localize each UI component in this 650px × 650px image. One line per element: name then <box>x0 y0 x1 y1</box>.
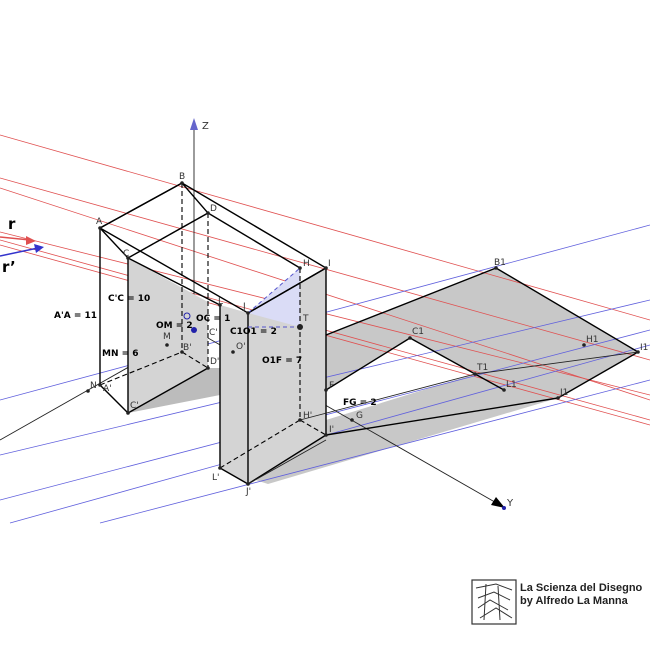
shadow-inner-hole <box>326 338 475 420</box>
label-T1: T1 <box>476 363 488 373</box>
ray-r-prime-label: r’ <box>2 258 16 276</box>
measure-C1O1: C1O1 = 2 <box>230 327 277 337</box>
right-front-face <box>220 305 248 484</box>
label-O-prime: O' <box>236 342 246 352</box>
measure-CC: C'C = 10 <box>108 294 150 304</box>
label-L: L <box>218 297 223 307</box>
label-B1: B1 <box>494 258 506 268</box>
left-top <box>98 182 210 259</box>
shadow-left-box <box>128 368 220 413</box>
measure-AA: A'A = 11 <box>54 311 97 321</box>
measurements: C'C = 10 A'A = 11 MN = 6 OM = 2 OC = 1 C… <box>54 294 377 408</box>
label-C-prime: C' <box>130 401 139 411</box>
label-C: C <box>123 249 129 259</box>
label-T: T <box>302 314 309 324</box>
z-axis-label: Z <box>202 121 209 132</box>
logo-line2: by Alfredo La Manna <box>520 595 629 607</box>
measure-FG: FG = 2 <box>343 398 377 408</box>
label-N: N <box>90 381 97 391</box>
y-axis-label: Y <box>506 498 514 509</box>
logo: La Scienza del Disegno by Alfredo La Man… <box>471 579 643 625</box>
measure-OM: OM = 2 <box>156 321 193 331</box>
z-axis-arrow <box>190 118 198 130</box>
label-A: A <box>96 217 103 227</box>
left-prism-face <box>128 258 208 413</box>
measure-MN: MN = 6 <box>102 349 139 359</box>
right-side-face <box>248 268 326 484</box>
label-J1: J1 <box>559 388 568 398</box>
point-dots <box>86 181 640 510</box>
label-H1: H1 <box>586 335 599 345</box>
label-I: I <box>328 259 331 269</box>
label-D: D <box>210 204 217 214</box>
label-L1: L1 <box>506 380 517 390</box>
label-A-prime: A' <box>103 384 112 394</box>
label-I-prime: I' <box>329 425 334 435</box>
label-C1-prime: C' <box>209 328 218 338</box>
label-I1: I1 <box>640 343 648 353</box>
label-C1: C1 <box>412 327 424 337</box>
label-B: B <box>179 172 185 182</box>
ray-r-label: r <box>8 215 16 233</box>
label-G: G <box>356 411 363 421</box>
y-axis-arrow <box>491 497 505 508</box>
measure-O1F: O1F = 7 <box>262 356 302 366</box>
label-B-prime: B' <box>183 343 192 353</box>
label-H: H <box>303 259 310 269</box>
ray-indicators: r r’ <box>0 215 44 276</box>
label-D-prime: D' <box>210 357 219 367</box>
label-J-prime: J' <box>245 487 251 497</box>
shadow-edges <box>247 267 639 485</box>
label-M: M <box>163 332 171 342</box>
measure-OC: OC = 1 <box>196 314 230 324</box>
point-labels: A B C D A' B' C' D' M N O' C' H I J L T … <box>90 172 648 497</box>
label-J: J <box>242 302 246 312</box>
label-H-prime: H' <box>303 411 312 421</box>
label-L-prime: L' <box>212 473 220 483</box>
label-F: F <box>329 381 334 391</box>
logo-line1: La Scienza del Disegno <box>520 582 643 594</box>
right-prism <box>98 182 328 485</box>
